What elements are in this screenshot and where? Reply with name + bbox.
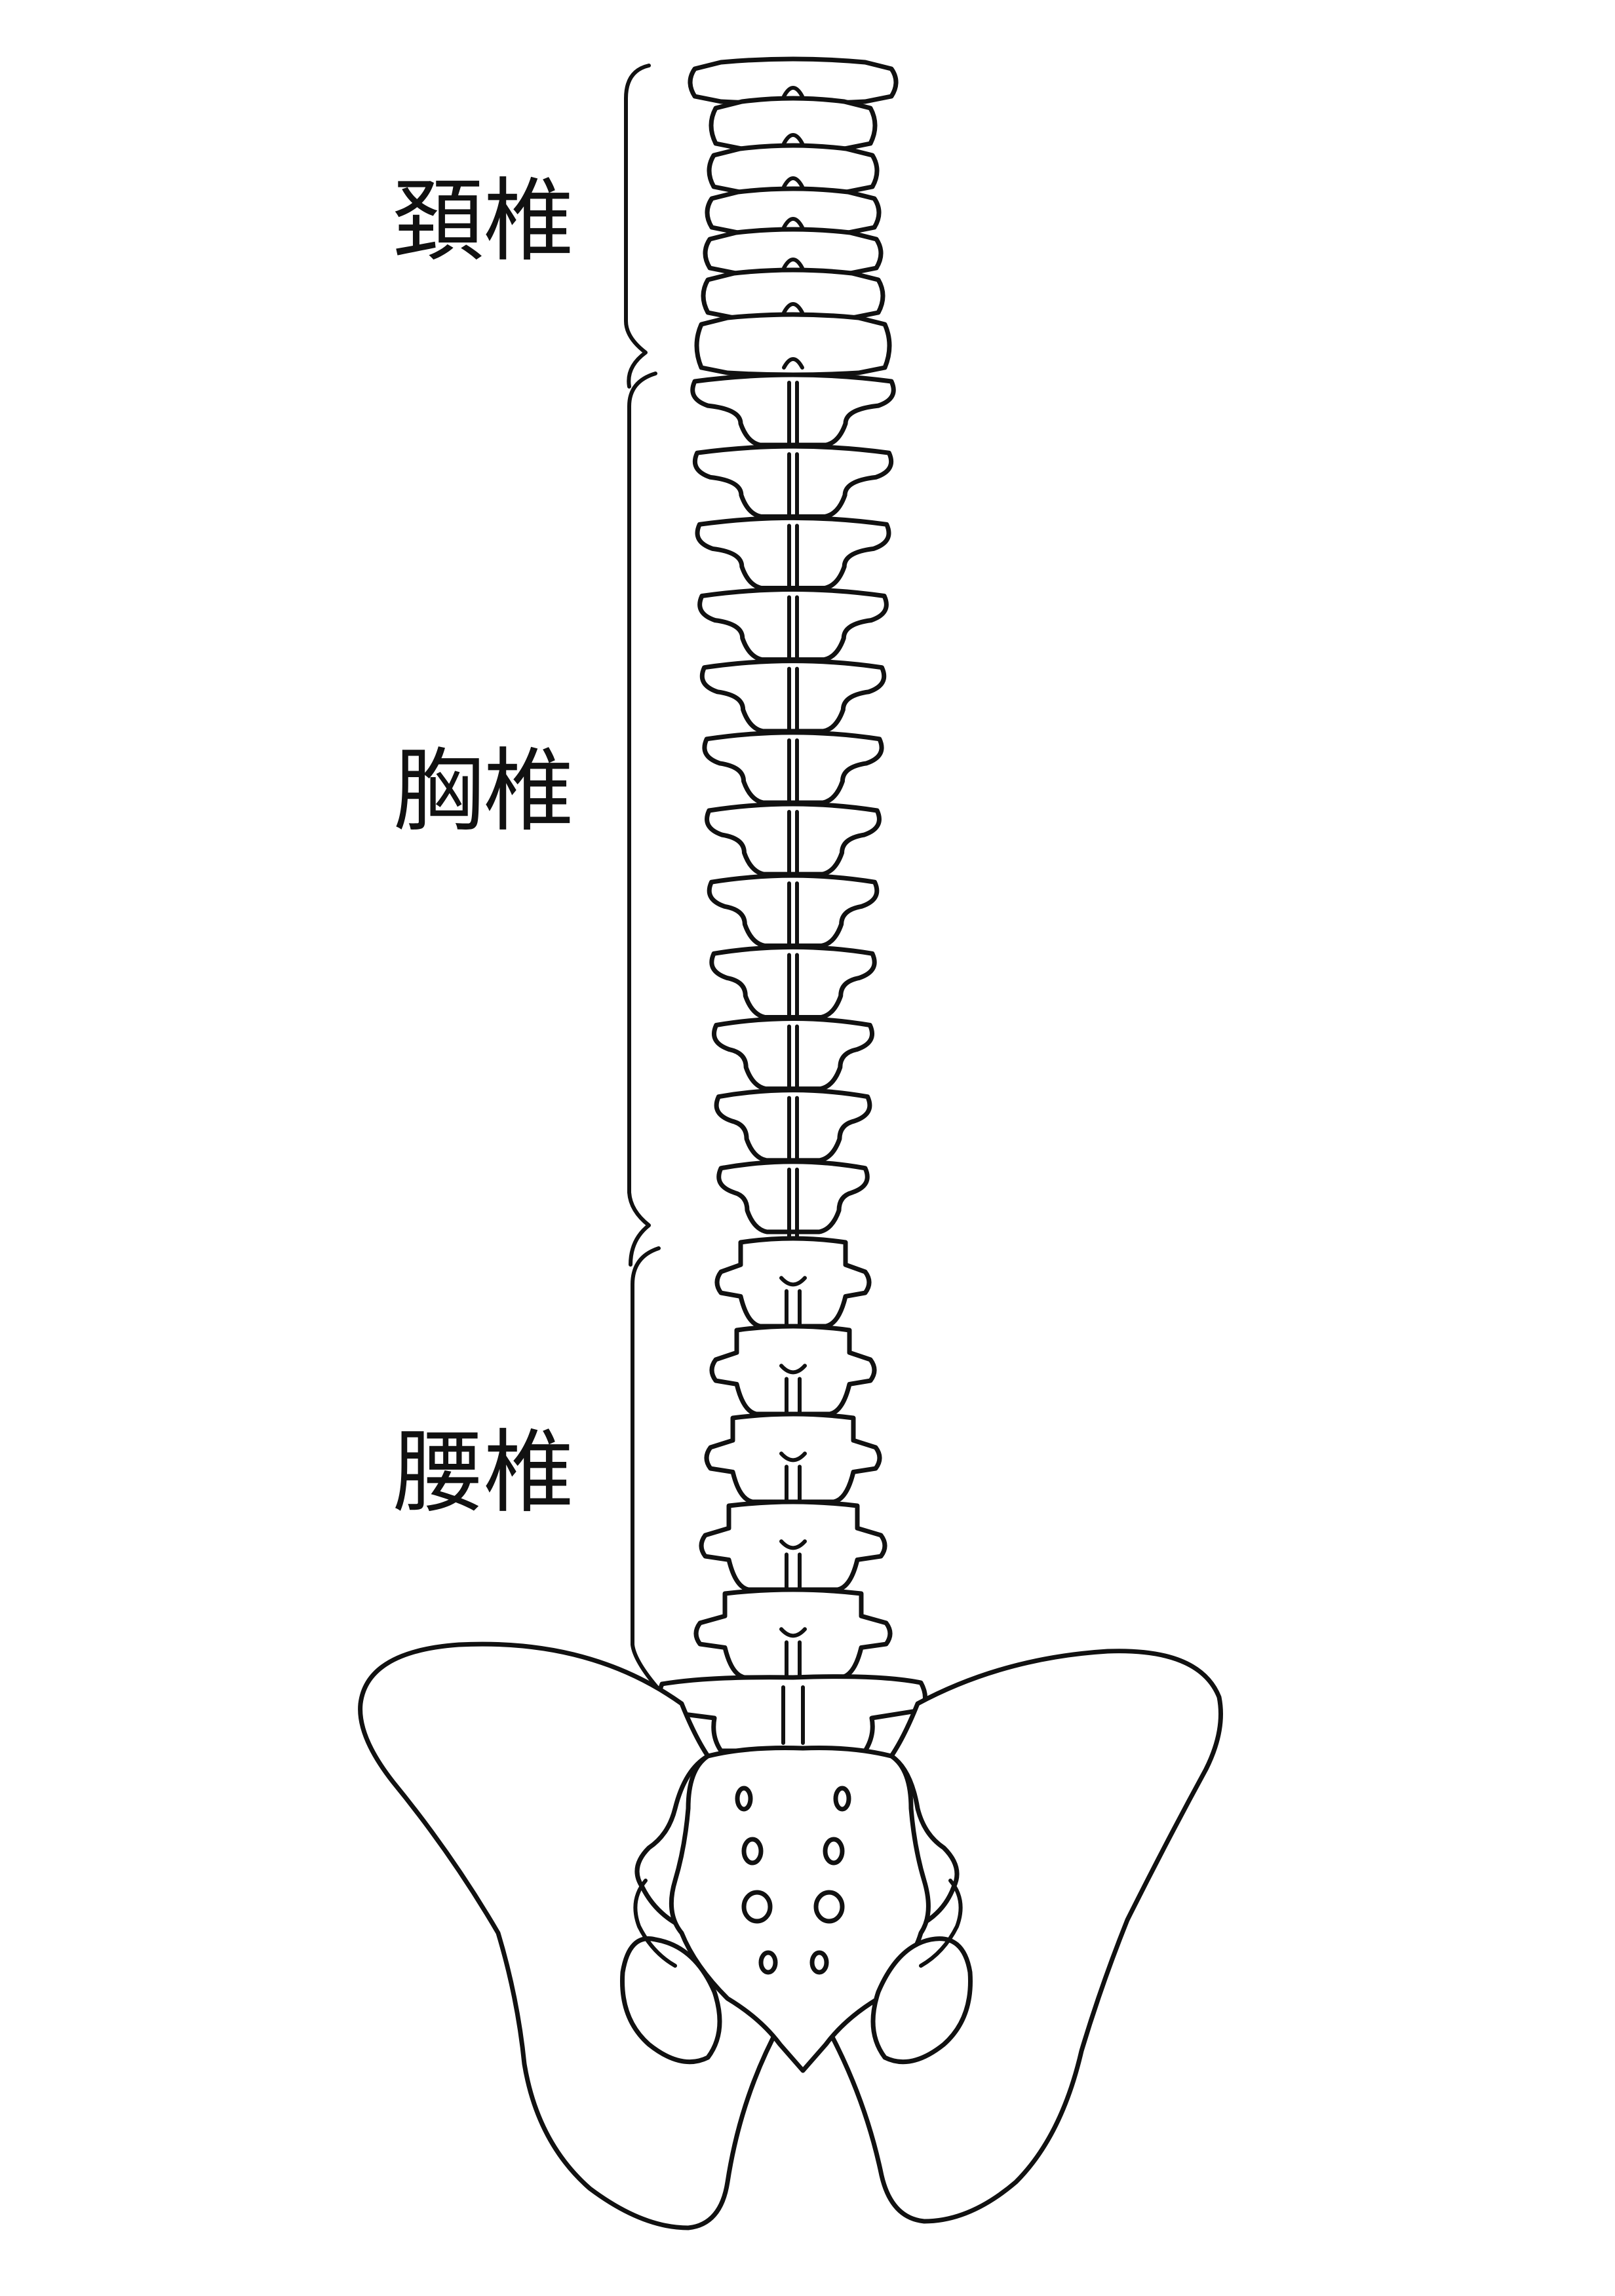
lumbar-lamina-arc [779,1451,807,1463]
sacroiliac-right [919,1879,963,1968]
cervical-vertebra [709,96,878,153]
label-thoracic: 胸椎 [393,738,574,844]
pelvis-left-ilium [358,1641,783,2230]
thoracic-vertebra [705,801,882,877]
thoracic-vertebra [711,1016,875,1092]
thoracic-spinous-process [787,738,799,811]
pelvis-right-ilium [823,1649,1223,2224]
cervical-vertebra [705,186,882,237]
obturator-foramen-left [620,1936,722,2065]
cervical-spinous-process [782,258,804,270]
lumbar-lamina-arc [779,1364,807,1375]
thoracic-spinous-process [787,595,799,668]
thoracic-vertebra [714,1088,872,1163]
thoracic-spinous-process [787,810,799,883]
cervical-vertebra [703,227,884,278]
thoracic-spinous-process [787,881,799,955]
cervical-spinous-process [782,357,804,370]
thoracic-vertebra [702,730,884,805]
lumbar-spinous-process [785,1552,802,1592]
thoracic-vertebra [692,444,894,519]
cervical-spinous-process [782,217,804,229]
thoracic-spinous-process [787,1096,799,1169]
vertebral-column [688,56,899,1680]
thoracic-vertebra [707,873,880,948]
lumbar-vertebra [709,1324,877,1417]
brace-thoracic [627,372,657,1267]
brace-cervical [624,64,651,389]
cervical-spinous-process [782,302,804,315]
cervical-spinous-process [782,133,804,145]
lumbar-lamina-arc [779,1627,807,1638]
lumbar-lamina-arc [779,1276,807,1287]
cervical-vertebra [688,56,899,106]
cervical-spinous-process [782,176,804,189]
cervical-vertebra [701,267,885,322]
thoracic-vertebra [709,944,877,1020]
thoracic-spinous-process [787,524,799,597]
thoracic-spinous-process [787,381,799,454]
thoracic-vertebra [690,372,896,448]
lumbar-vertebra [693,1587,893,1680]
lumbar-spinous-process [785,1640,802,1679]
thoracic-spinous-process [787,1167,799,1240]
lumbar-vertebra [699,1499,887,1592]
sacral-spinous-line [781,1685,805,1745]
thoracic-spinous-process [787,452,799,526]
label-cervical: 頚椎 [393,168,574,274]
thoracic-spinous-process [787,1024,799,1098]
lumbar-vertebra [714,1236,872,1329]
thoracic-spinous-process [787,666,799,740]
lumbar-vertebra [704,1411,882,1504]
thoracic-vertebra [695,515,891,590]
lumbar-spinous-process [785,1377,802,1416]
cervical-vertebra [694,312,892,377]
lumbar-spinous-process [785,1464,802,1504]
brace-lumbar [631,1246,661,1691]
thoracic-spinous-process [787,953,799,1026]
sacroiliac-left [633,1879,677,1968]
obturator-foramen-right [870,1936,973,2065]
thoracic-vertebra [697,587,889,662]
cervical-vertebra [707,143,880,197]
thoracic-vertebra [716,1159,870,1234]
sacral-foramina [735,1786,851,1975]
thoracic-vertebra [699,659,887,734]
label-lumbar: 腰椎 [393,1420,574,1525]
cervical-spinous-process [782,86,804,98]
lumbar-lamina-arc [779,1539,807,1550]
lumbar-spinous-process [785,1289,802,1328]
